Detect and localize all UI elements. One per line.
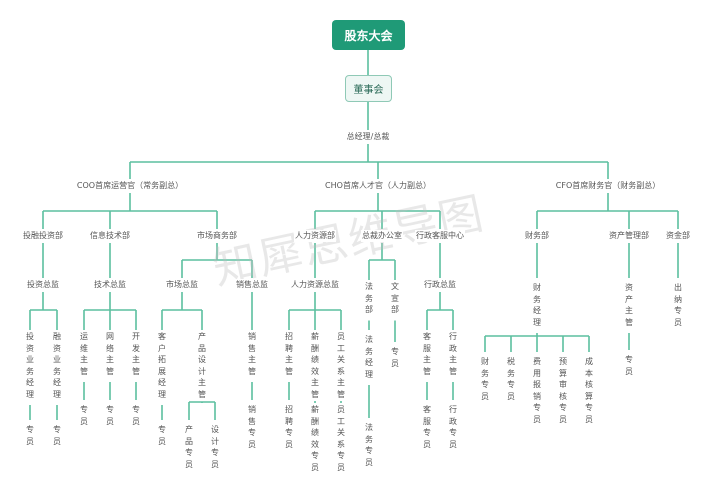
subunit-node[interactable]: 文宣部 [390,280,400,317]
staff-node[interactable]: 费用报销专员 [532,355,542,426]
staff-node[interactable]: 专员 [390,345,400,370]
manager-node[interactable]: 投资业务经理 [25,330,35,401]
manager-node[interactable]: 销售主管 [247,330,257,378]
manager-node[interactable]: 法务经理 [364,333,374,381]
director-node[interactable]: 行政总监 [423,279,457,291]
manager-node[interactable]: 网络主管 [105,330,115,378]
staff-node[interactable]: 销售专员 [247,403,257,451]
department-node[interactable]: 投融投资部 [22,230,64,242]
director-node[interactable]: 市场总监 [165,279,199,291]
manager-node[interactable]: 行政主管 [448,330,458,378]
department-node[interactable]: 资产管理部 [608,230,650,242]
staff-node[interactable]: 预算审核专员 [558,355,568,426]
board-node[interactable]: 董事会 [345,75,392,102]
manager-node[interactable]: 薪酬绩效主管 [310,330,320,401]
department-node[interactable]: 财务部 [524,230,550,242]
department-node[interactable]: 信息技术部 [89,230,131,242]
department-node[interactable]: 总裁办公室 [361,230,403,242]
staff-node[interactable]: 财务专员 [480,355,490,403]
manager-node[interactable]: 财务经理 [532,281,542,329]
director-node[interactable]: 投资总监 [26,279,60,291]
staff-node[interactable]: 专员 [52,423,62,448]
staff-node[interactable]: 员工关系专员 [336,403,346,474]
department-node[interactable]: 市场商务部 [196,230,238,242]
manager-node[interactable]: 开发主管 [131,330,141,378]
manager-node[interactable]: 客户拓展经理 [157,330,167,401]
director-node[interactable]: 技术总监 [93,279,127,291]
subunit-node[interactable]: 法务部 [364,280,374,317]
staff-node[interactable]: 专员 [25,423,35,448]
manager-node[interactable]: 资产主管 [624,281,634,329]
executive-node[interactable]: COO首席运营官（常务副总） [75,180,185,192]
staff-node[interactable]: 法务专员 [364,421,374,469]
manager-node[interactable]: 运维主管 [79,330,89,378]
executive-node[interactable]: CHO首席人才官（人力副总） [324,180,432,192]
staff-node[interactable]: 专员 [105,403,115,428]
staff-node[interactable]: 专员 [79,403,89,428]
ceo-node[interactable]: 总经理/总裁 [345,131,391,143]
manager-node[interactable]: 招聘主管 [284,330,294,378]
staff-node[interactable]: 产品专员 [184,423,194,471]
staff-node[interactable]: 客服专员 [422,403,432,451]
staff-node[interactable]: 专员 [157,423,167,448]
manager-node[interactable]: 员工关系主管 [336,330,346,401]
department-node[interactable]: 人力资源部 [294,230,336,242]
staff-node[interactable]: 招聘专员 [284,403,294,451]
department-node[interactable]: 行政客服中心 [415,230,465,242]
staff-node[interactable]: 成本核算专员 [584,355,594,426]
director-node[interactable]: 人力资源总监 [290,279,340,291]
manager-node[interactable]: 融资业务经理 [52,330,62,401]
staff-node[interactable]: 薪酬绩效专员 [310,403,320,474]
staff-node[interactable]: 设计专员 [210,423,220,471]
manager-node[interactable]: 客服主管 [422,330,432,378]
staff-node[interactable]: 行政专员 [448,403,458,451]
staff-node[interactable]: 专员 [624,353,634,378]
department-node[interactable]: 资金部 [665,230,691,242]
director-node[interactable]: 销售总监 [235,279,269,291]
staff-node[interactable]: 税务专员 [506,355,516,403]
executive-node[interactable]: CFO首席财务官（财务副总） [554,180,662,192]
root-node-shareholders-meeting[interactable]: 股东大会 [332,20,405,50]
staff-node[interactable]: 专员 [131,403,141,428]
staff-node[interactable]: 出纳专员 [673,281,683,329]
manager-node[interactable]: 产品设计主管 [197,330,207,401]
